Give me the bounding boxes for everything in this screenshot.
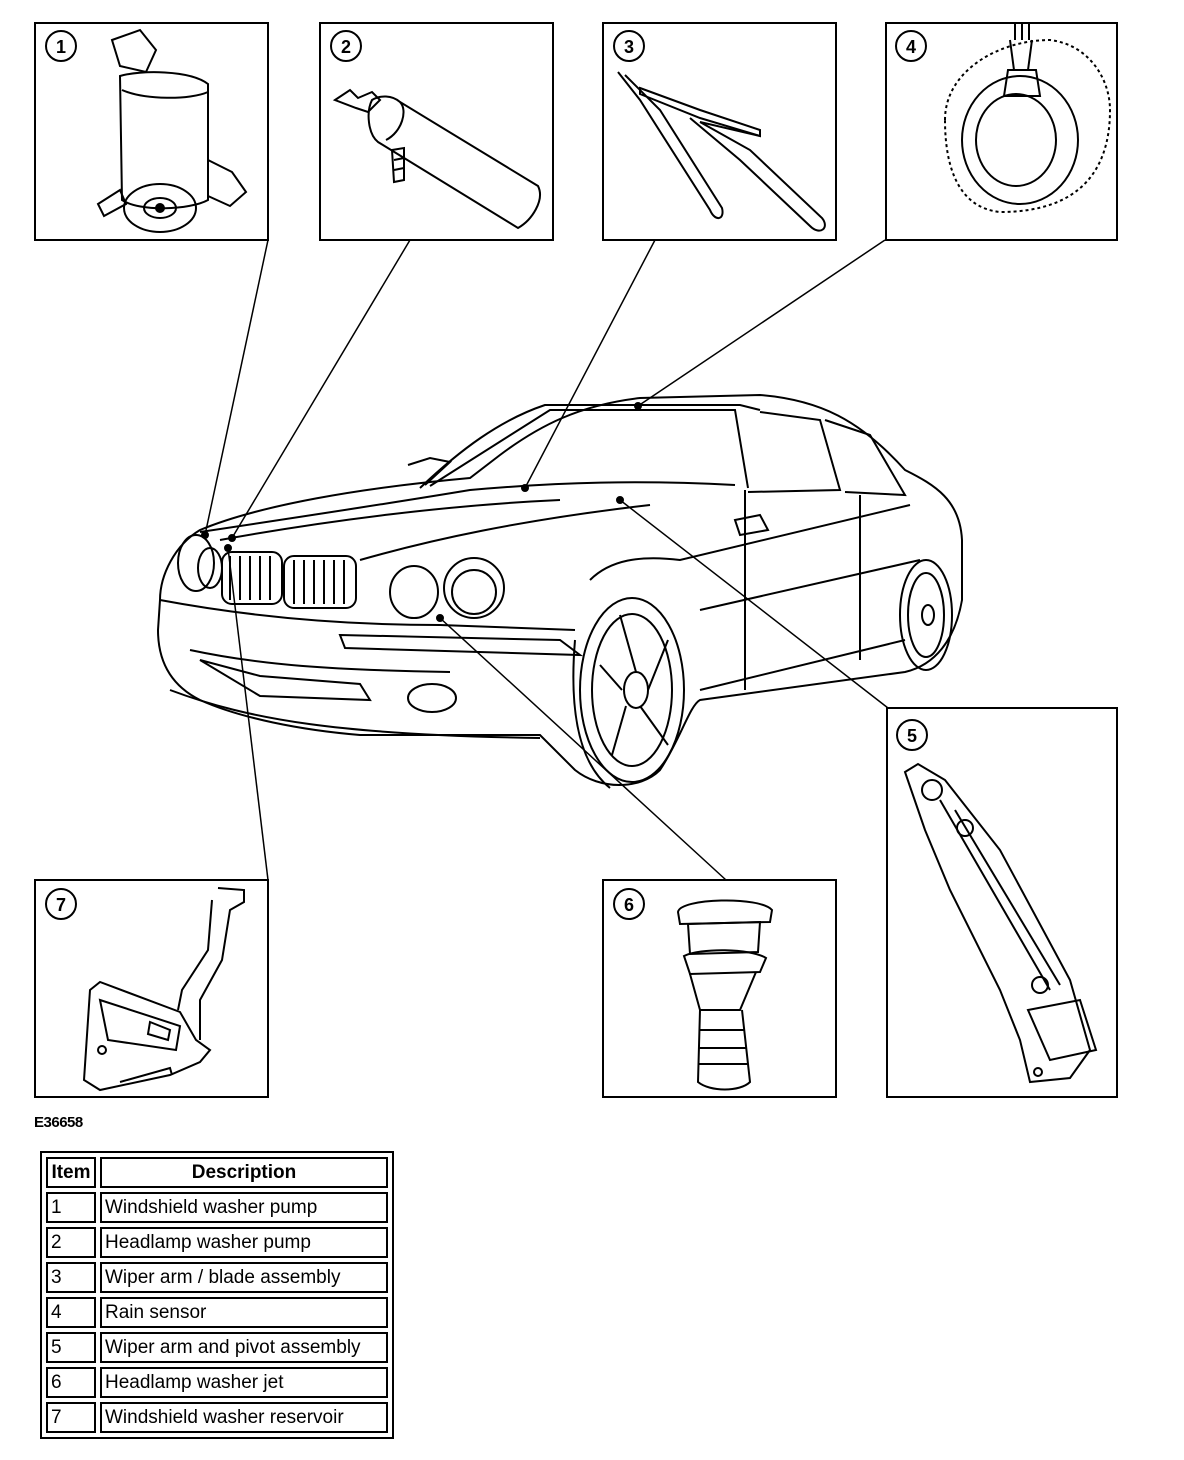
table-row: 7 Windshield washer reservoir xyxy=(46,1402,388,1433)
callout-3-number: 3 xyxy=(624,37,634,57)
legend-item-number: 7 xyxy=(46,1402,96,1433)
legend-item-description: Headlamp washer pump xyxy=(100,1227,388,1258)
legend-item-description: Headlamp washer jet xyxy=(100,1367,388,1398)
legend-header-item: Item xyxy=(46,1157,96,1188)
callout-6-number: 6 xyxy=(624,895,634,915)
legend-item-description: Windshield washer reservoir xyxy=(100,1402,388,1433)
table-row: 5 Wiper arm and pivot assembly xyxy=(46,1332,388,1363)
legend-item-description: Windshield washer pump xyxy=(100,1192,388,1223)
callout-3-wiper-arm-blade: 3 xyxy=(602,22,837,241)
legend-header-row: Item Description xyxy=(46,1157,388,1188)
legend-item-number: 5 xyxy=(46,1332,96,1363)
legend-item-number: 1 xyxy=(46,1192,96,1223)
legend-item-number: 4 xyxy=(46,1297,96,1328)
car-illustration xyxy=(156,393,963,789)
callout-7-washer-reservoir: 7 xyxy=(34,879,269,1098)
leader-lines xyxy=(204,239,889,881)
callout-4-rain-sensor: 4 xyxy=(885,22,1118,241)
legend-item-number: 3 xyxy=(46,1262,96,1293)
callout-6-headlamp-washer-jet: 6 xyxy=(602,879,837,1098)
callout-4-number: 4 xyxy=(906,37,916,57)
legend-item-number: 6 xyxy=(46,1367,96,1398)
table-row: 2 Headlamp washer pump xyxy=(46,1227,388,1258)
legend-item-description: Wiper arm and pivot assembly xyxy=(100,1332,388,1363)
callout-5-wiper-arm-pivot: 5 xyxy=(886,707,1118,1098)
legend-item-number: 2 xyxy=(46,1227,96,1258)
table-row: 1 Windshield washer pump xyxy=(46,1192,388,1223)
callout-1-windshield-washer-pump: 1 xyxy=(34,22,269,241)
legend-item-description: Wiper arm / blade assembly xyxy=(100,1262,388,1293)
component-location-diagram: 1 2 3 4 xyxy=(34,22,1118,1098)
parts-legend-table: Item Description 1 Windshield washer pum… xyxy=(40,1151,394,1439)
legend-item-description: Rain sensor xyxy=(100,1297,388,1328)
callout-5-number: 5 xyxy=(907,726,917,746)
callout-2-number: 2 xyxy=(341,37,351,57)
callout-1-number: 1 xyxy=(56,37,66,57)
callout-7-number: 7 xyxy=(56,895,66,915)
table-row: 6 Headlamp washer jet xyxy=(46,1367,388,1398)
table-row: 4 Rain sensor xyxy=(46,1297,388,1328)
legend-header-description: Description xyxy=(100,1157,388,1188)
callout-2-headlamp-washer-pump: 2 xyxy=(319,22,554,241)
table-row: 3 Wiper arm / blade assembly xyxy=(46,1262,388,1293)
figure-reference-code: E36658 xyxy=(34,1114,83,1131)
